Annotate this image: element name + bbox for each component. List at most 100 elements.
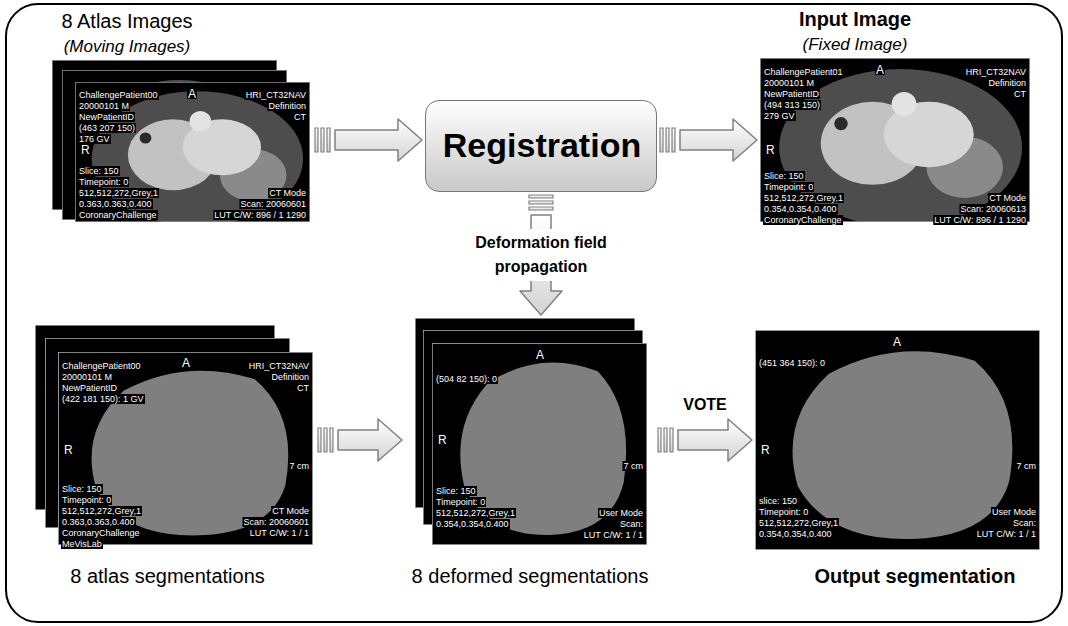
text-slot: Output segmentation: [800, 565, 1030, 588]
overlay-text: CT: [293, 112, 307, 122]
overlay-slot: NewPatientID: [78, 106, 135, 124]
node-subheading: (Fixed Image): [803, 35, 908, 55]
overlay-text: 176 GV: [78, 134, 111, 144]
connector-group: [315, 119, 422, 161]
overlay-slot: 512,512,272,Grey,1: [758, 512, 839, 530]
overlay-text: R: [765, 145, 776, 155]
overlay-text: Slice: 150: [435, 486, 477, 496]
overlay-text: CoronaryChallenge: [61, 528, 141, 538]
overlay-text: 0.354,0.354,0.400: [758, 529, 833, 539]
arrow-tail-bar: [658, 428, 661, 452]
overlay-text: LUT C/W: 1 / 1: [249, 528, 310, 538]
overlay-slot: 0.354,0.354,0.400: [763, 198, 838, 216]
overlay-text: ChallengePatient00: [78, 90, 159, 100]
overlay-text: Definition: [267, 101, 307, 111]
overlay-text: ChallengePatient01: [763, 67, 844, 77]
overlay-slot: Timepoint: 0: [763, 176, 814, 194]
overlay-slot: A: [892, 332, 902, 350]
node-heading: Registration: [443, 126, 641, 165]
image-panel: Output segmentation: [755, 330, 1040, 592]
overlay-slot: R: [437, 430, 448, 448]
overlay-text: 512,512,272,Grey,1: [758, 518, 839, 528]
overlay-text: 0.363,0.363,0.400: [61, 517, 136, 527]
atlas-image: [75, 82, 310, 226]
overlay-slot: 20000101 M: [78, 95, 130, 113]
overlay-text: ChallengePatient00: [61, 361, 142, 371]
overlay-slot: Timepoint: 0: [61, 489, 112, 507]
overlay-slot: CT Mode: [988, 187, 1027, 205]
overlay-slot: slice: 150: [758, 490, 798, 508]
arrow-tail-bar: [672, 128, 675, 152]
overlay-slot: Scan:: [619, 513, 644, 531]
overlay-text: Slice: 150: [78, 166, 120, 176]
overlay-slot: 279 GV: [763, 105, 796, 123]
overlay-slot: 20000101 M: [61, 366, 113, 384]
overlay-slot: A: [181, 353, 191, 371]
overlay-text: (504 82 150): 0: [435, 374, 498, 384]
overlay-text: MeVisLab: [61, 539, 103, 549]
overlay-text: R: [80, 145, 91, 155]
overlay-slot: CT: [296, 377, 310, 395]
overlay-slot: Scan:: [1012, 512, 1037, 530]
output-segmentation: [755, 330, 1040, 550]
overlay-slot: (422 181 150): 1 GV: [61, 388, 145, 406]
overlay-text: CT Mode: [268, 188, 307, 198]
atlas-segmentation: [58, 352, 313, 545]
overlay-text: CoronaryChallenge: [763, 215, 843, 225]
overlay-slot: 7 cm: [1015, 455, 1037, 473]
overlay-text: Timepoint: 0: [763, 182, 814, 192]
arrow-tail-bar: [315, 128, 318, 152]
arrow-tail-bar: [670, 428, 673, 452]
text-slot: Input Image: [780, 8, 930, 31]
overlay-slot: A: [535, 345, 545, 363]
overlay-slot: R: [760, 440, 771, 458]
overlay-slot: CT: [293, 106, 307, 124]
overlay-slot: Definition: [267, 95, 307, 113]
overlay-slot: User Mode: [598, 502, 644, 520]
block-arrow: [335, 119, 422, 161]
overlay-text: HRI_CT32NAV: [248, 361, 310, 371]
overlay-text: Definition: [270, 372, 310, 382]
input-image: [760, 58, 1030, 226]
node-heading: 8 atlas segmentations: [70, 565, 265, 588]
overlay-text: NewPatientID: [78, 112, 135, 122]
overlay-slot: (494 313 150): [763, 94, 821, 112]
image-stack: 8 atlas segmentations: [35, 325, 315, 595]
overlay-text: CoronaryChallenge: [78, 210, 158, 220]
overlay-text: 20000101 M: [78, 101, 130, 111]
overlay-text: 20000101 M: [763, 78, 815, 88]
overlay-text: HRI_CT32NAV: [245, 90, 307, 100]
arrow-tail-bar: [529, 195, 553, 198]
overlay-text: 7 cm: [622, 461, 644, 471]
deformed-segmentation: [432, 343, 647, 545]
image-panel: Input Image (Fixed Image): [760, 8, 1032, 222]
overlay-text: (463 207 150): [78, 123, 136, 133]
overlay-text: 512,512,272,Grey,1: [61, 506, 142, 516]
node-heading: Input Image: [799, 8, 911, 31]
overlay-slot: 0.354,0.354,0.400: [435, 513, 510, 531]
arrow-tail-bar: [330, 428, 333, 452]
process-box: Registration: [425, 100, 657, 192]
arrow-tail-bar: [324, 428, 327, 452]
overlay-slot: 7 cm: [622, 455, 644, 473]
overlay-slot: (504 82 150): 0: [435, 368, 498, 386]
overlay-text: (422 181 150): 1 GV: [61, 394, 145, 404]
overlay-slot: CT Mode: [268, 182, 307, 200]
overlay-slot: Definition: [987, 72, 1027, 90]
overlay-text: 512,512,272,Grey,1: [763, 193, 844, 203]
overlay-text: Scan: 20060613: [959, 204, 1027, 214]
overlay-slot: A: [875, 60, 885, 78]
overlay-text: A: [875, 65, 885, 75]
overlay-slot: ChallengePatient00: [61, 355, 142, 373]
overlay-text: 0.354,0.354,0.400: [763, 204, 838, 214]
node-heading: 8 Atlas Images: [61, 10, 192, 33]
overlay-slot: R: [80, 140, 91, 158]
overlay-slot: HRI_CT32NAV: [965, 61, 1027, 79]
overlay-slot: Timepoint: 0: [78, 171, 129, 189]
overlay-text: Timepoint: 0: [61, 495, 112, 505]
overlay-slot: LUT C/W: 1 / 1: [249, 522, 310, 540]
arrow-tail-bar: [660, 128, 663, 152]
overlay-text: A: [187, 89, 197, 99]
overlay-slot: R: [765, 140, 776, 158]
